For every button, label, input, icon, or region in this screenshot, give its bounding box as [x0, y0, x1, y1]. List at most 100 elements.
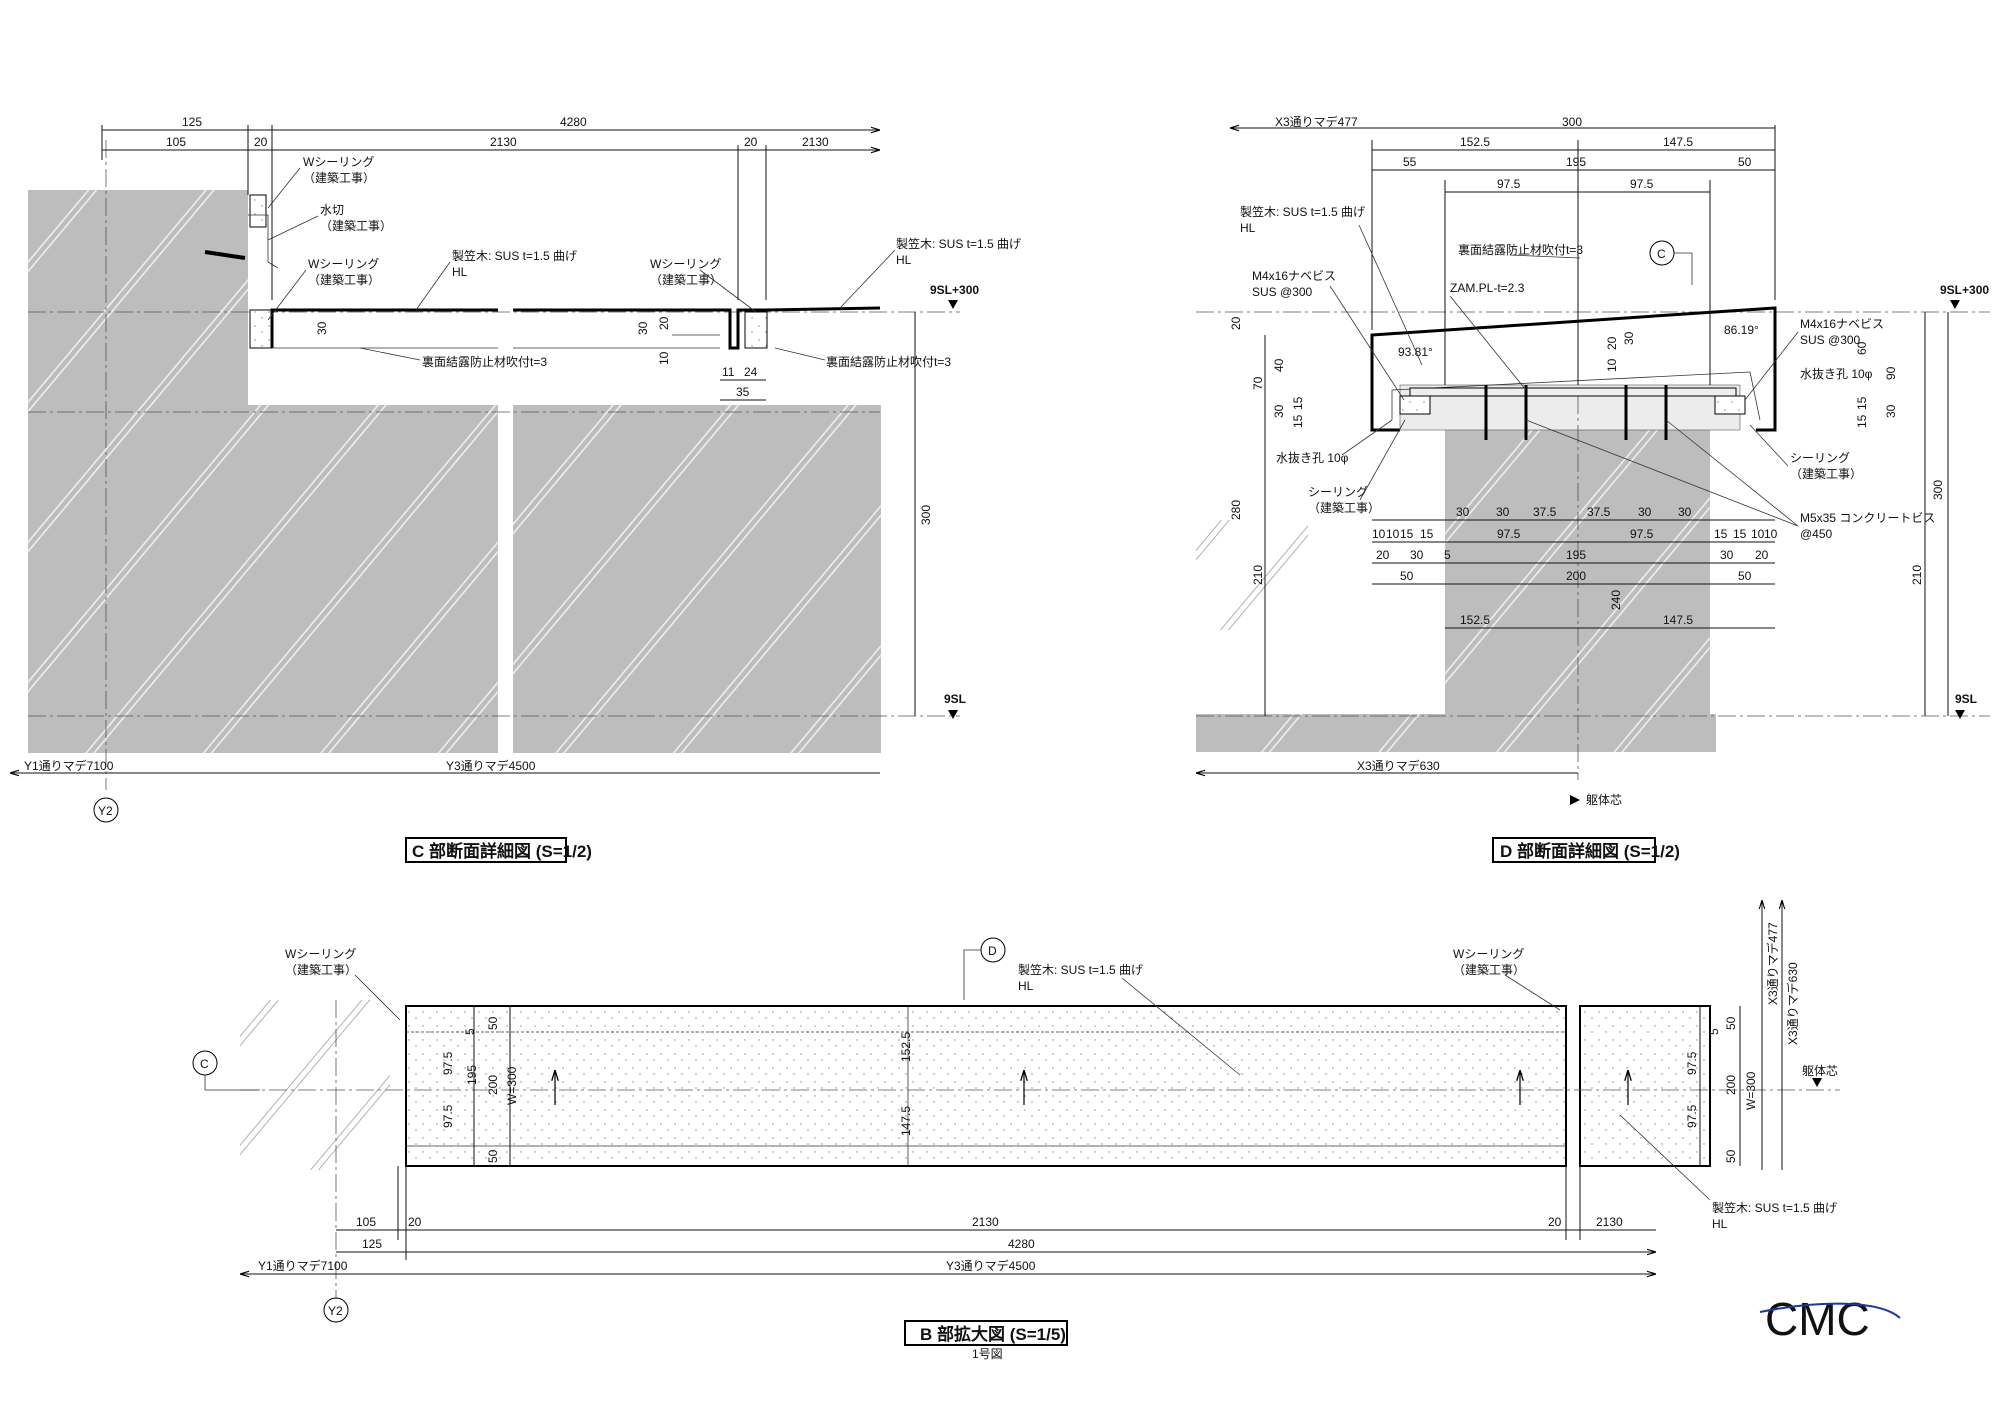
d-e195: 195: [1566, 548, 1586, 562]
b-y3-distance: Y3通りマデ4500: [946, 1258, 1036, 1273]
d-right-90: 90: [1884, 366, 1898, 380]
d-b37-5a: 37.5: [1533, 505, 1557, 519]
d-c15b: 15: [1420, 527, 1434, 541]
label-hl-2: HL: [896, 253, 912, 267]
d-e5: 5: [1444, 548, 1451, 562]
d-label-seal-right-2: （建築工事）: [1790, 466, 1862, 481]
dim-10: 10: [657, 351, 671, 365]
label-mizukiri: 水切: [320, 203, 344, 217]
d-h152-5: 152.5: [1460, 613, 1490, 627]
b-right-97-5a: 97.5: [1685, 1051, 1699, 1075]
b-label-kasagi: 製笠木: SUS t=1.5 曲げ: [1018, 962, 1143, 977]
d-c15d: 15: [1733, 527, 1747, 541]
d-f50a: 50: [1400, 569, 1414, 583]
dim-20a: 20: [254, 135, 268, 149]
b-label-w-sealing-2: Wシーリング: [1453, 947, 1524, 961]
d-left-280: 280: [1229, 500, 1243, 520]
b-label-kasagi-2: 製笠木: SUS t=1.5 曲げ: [1712, 1200, 1837, 1215]
slab-concrete-right: [513, 405, 881, 753]
b-right-50a: 50: [1724, 1016, 1738, 1030]
w-sealing-block-lower: [249, 309, 273, 349]
d-dim-97-5a: 97.5: [1497, 177, 1521, 191]
d-label-hl: HL: [1240, 221, 1256, 235]
view-d-section: C X3通りマデ477 300 152.5 147.5 55 195 50 97…: [1196, 114, 1990, 863]
kasagi-profile-d: [1370, 306, 1777, 432]
d-h147-5: 147.5: [1663, 613, 1693, 627]
b-left-5: 5: [463, 1028, 477, 1035]
x3-bottom-distance: X3通りマデ630: [1357, 758, 1440, 773]
d-angle-93-81: 93.81°: [1398, 345, 1433, 359]
screw-glyph: [204, 250, 246, 260]
d-c15a: 15: [1400, 527, 1414, 541]
d-right-15b: 15: [1855, 414, 1869, 428]
view-c-section: 125 4280 105 20 2130 20 2130 300 30 30 2…: [10, 115, 1021, 863]
view-c-title: C 部断面詳細図 (S=1/2): [412, 841, 592, 861]
b-left-97-5a: 97.5: [441, 1051, 455, 1075]
d-e20b: 20: [1755, 548, 1769, 562]
direction-arrows: [555, 1070, 1628, 1105]
dim-24: 24: [744, 365, 758, 379]
d-right-210: 210: [1910, 565, 1924, 585]
label-kenchiku-3: （建築工事）: [308, 272, 380, 287]
dim-2130a: 2130: [490, 135, 517, 149]
d-e30b: 30: [1720, 548, 1734, 562]
dim-300: 300: [919, 505, 933, 525]
d-left-15a: 15: [1291, 396, 1305, 410]
kasagi-profile-right: [513, 306, 881, 350]
label-hl-1: HL: [452, 265, 468, 279]
d-right-30: 30: [1884, 404, 1898, 418]
view-b-plan: D C Wシーリング （建築工事） 製笠木: SUS t=1.5 曲げ HL W…: [192, 900, 1840, 1361]
label-uramen-1: 裏面結露防止材吹付t=3: [422, 354, 547, 369]
d-label-m4-left-sus: SUS @300: [1252, 285, 1313, 299]
d-dim-300: 300: [1562, 115, 1582, 129]
d-label-seal-left: シーリング: [1308, 485, 1368, 499]
d-c15c: 15: [1714, 527, 1728, 541]
b-wall-hatch: [240, 1000, 390, 1170]
b-right-5: 5: [1707, 1028, 1721, 1035]
b-left-195: 195: [465, 1065, 479, 1085]
kasagi-plan-left: [405, 1005, 1567, 1167]
d-left-20: 20: [1229, 316, 1243, 330]
d-c10a: 10: [1372, 527, 1386, 541]
b-right-50b: 50: [1724, 1149, 1738, 1163]
d-dim-50: 50: [1738, 155, 1752, 169]
d-c10c: 10: [1751, 527, 1765, 541]
logo-text: CMC: [1765, 1293, 1870, 1345]
b-left-200: 200: [486, 1075, 500, 1095]
b-dim-4280: 4280: [1008, 1237, 1035, 1251]
d-f200: 200: [1566, 569, 1586, 583]
wall-concrete: [28, 190, 248, 405]
dim-2130b: 2130: [802, 135, 829, 149]
x3-top-distance: X3通りマデ477: [1275, 114, 1358, 129]
d-dim-97-5b: 97.5: [1630, 177, 1654, 191]
m5-concrete-screws: [1484, 385, 1668, 440]
y3-distance: Y3通りマデ4500: [446, 758, 536, 773]
label-kenchiku-1: （建築工事）: [303, 170, 375, 185]
b-label-kenchiku-1: （建築工事）: [285, 962, 357, 977]
b-dim-105: 105: [356, 1215, 376, 1229]
d-label-zam: ZAM.PL-t=2.3: [1450, 281, 1525, 295]
d-label-m5-pitch: @450: [1800, 527, 1833, 541]
label-w-sealing-3: Wシーリング: [650, 257, 721, 271]
ground-left: [1196, 520, 1308, 630]
b-label-kenchiku-2: （建築工事）: [1453, 962, 1525, 977]
grid-y2-c: Y2: [98, 804, 113, 818]
d-g240: 240: [1609, 590, 1623, 610]
y1-distance: Y1通りマデ7100: [24, 758, 114, 773]
label-uramen-2: 裏面結露防止材吹付t=3: [826, 354, 951, 369]
b-dim-20b: 20: [1548, 1215, 1562, 1229]
b-left-50b: 50: [486, 1149, 500, 1163]
section-mark-d-text: D: [988, 944, 997, 958]
b-left-w300: W=300: [505, 1066, 519, 1105]
w-sealing-block: [249, 194, 267, 228]
d-kutai-label: 躯体芯: [1586, 792, 1622, 807]
d-left-15b: 15: [1291, 414, 1305, 428]
dim-105: 105: [166, 135, 186, 149]
d-c10d: 10: [1764, 527, 1778, 541]
dim-11: 11: [722, 365, 735, 379]
label-w-sealing-2: Wシーリング: [308, 257, 379, 271]
view-b-subtitle: 1号図: [972, 1347, 1003, 1361]
b-dim-2130a: 2130: [972, 1215, 999, 1229]
level-9sl-300-c: 9SL+300: [930, 283, 979, 297]
